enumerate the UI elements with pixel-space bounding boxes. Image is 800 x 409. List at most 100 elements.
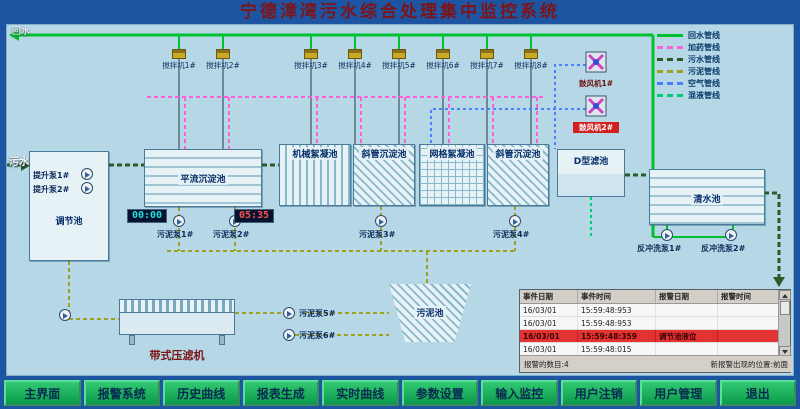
sludge-pump-3-icon[interactable] <box>375 215 387 227</box>
blower-2[interactable]: 鼓风机2# <box>573 95 619 133</box>
lift-pump-2-icon[interactable] <box>81 182 93 194</box>
tank-grid-flocculation: 网格絮凝池 <box>419 144 485 206</box>
nav-history-curve[interactable]: 历史曲线 <box>163 380 240 406</box>
belt-rollers-icon <box>119 299 235 313</box>
tank-d-filter: D型滤池 <box>557 149 625 197</box>
bottom-nav: 主界面 报警系统 历史曲线 报表生成 实时曲线 参数设置 输入监控 用户注销 用… <box>4 380 796 406</box>
blower-1[interactable]: 鼓风机1# <box>573 51 619 89</box>
alarm-panel: 事件日期 事件时间 报警日期 报警时间 16/03/01 15:59:48:95… <box>519 289 792 373</box>
legend-item: 回水管线 <box>657 29 720 41</box>
timer-display-1: 00:00 <box>127 209 167 223</box>
legend-label: 回水管线 <box>688 30 720 40</box>
mixer-icon <box>480 49 494 59</box>
alarm-col-header: 事件日期 <box>520 290 578 303</box>
mixer-icon <box>436 49 450 59</box>
mixer-icon <box>524 49 538 59</box>
nav-exit[interactable]: 退出 <box>719 380 796 406</box>
mixer-1[interactable]: 搅拌机1# <box>157 49 201 71</box>
tank-label: 斜管沉淀池 <box>359 147 409 160</box>
pump-label: 污泥泵5# <box>299 309 336 318</box>
mixer-2[interactable]: 搅拌机2# <box>201 49 245 71</box>
alarm-col-header: 报警时间 <box>718 290 780 303</box>
nav-main-screen[interactable]: 主界面 <box>4 380 81 406</box>
mixer-label: 搅拌机4# <box>338 61 372 70</box>
tank-mechanical-flocculation: 机械絮凝池 <box>279 144 351 206</box>
pump-label: 污泥泵3# <box>359 230 396 239</box>
tank-label: 斜管沉淀池 <box>493 147 543 160</box>
mixer-label: 搅拌机6# <box>426 61 460 70</box>
tank-clear-water: 清水池 <box>649 169 765 225</box>
drain-pump-icon[interactable] <box>59 309 71 321</box>
alarm-cell <box>656 317 718 329</box>
mixer-4[interactable]: 搅拌机4# <box>333 49 377 71</box>
nav-user-management[interactable]: 用户管理 <box>640 380 717 406</box>
mixer-7[interactable]: 搅拌机7# <box>465 49 509 71</box>
tank-inclined-sedimentation-2: 斜管沉淀池 <box>487 144 549 206</box>
mixer-icon <box>216 49 230 59</box>
nav-parameter-settings[interactable]: 参数设置 <box>401 380 478 406</box>
sludge-pump-5-icon[interactable] <box>283 307 295 319</box>
alarm-cell: 15:59:48:953 <box>578 304 656 316</box>
nav-alarm-system[interactable]: 报警系统 <box>83 380 160 406</box>
tank-label: 调节池 <box>55 217 83 227</box>
alarm-cell <box>718 304 780 316</box>
mixer-label: 搅拌机7# <box>470 61 504 70</box>
fan-icon <box>585 51 607 73</box>
alarm-col-header: 报警日期 <box>656 290 718 303</box>
tank-label: D型滤池 <box>573 157 609 167</box>
air-line-icon <box>657 81 683 85</box>
blower-label: 鼓风机2# <box>573 122 619 133</box>
mixer-label: 搅拌机1# <box>162 61 196 70</box>
alarm-table: 事件日期 事件时间 报警日期 报警时间 16/03/01 15:59:48:95… <box>520 290 780 356</box>
scroll-up-icon[interactable] <box>779 290 791 300</box>
lift-pump-1-icon[interactable] <box>81 168 93 180</box>
mixer-6[interactable]: 搅拌机6# <box>421 49 465 71</box>
scrollbar-thumb[interactable] <box>780 301 790 315</box>
tank-label: 污泥池 <box>414 306 446 319</box>
alarm-cell: 调节池液位 <box>656 330 718 342</box>
mixer-icon <box>172 49 186 59</box>
nav-user-logout[interactable]: 用户注销 <box>560 380 637 406</box>
backwater-line-icon <box>657 33 683 37</box>
pump-label: 污泥泵4# <box>493 230 530 239</box>
pump-label: 反冲洗泵2# <box>701 244 746 253</box>
alarm-cell: 16/03/01 <box>520 317 578 329</box>
sewage-line-icon <box>657 57 683 61</box>
nav-report-generation[interactable]: 报表生成 <box>242 380 319 406</box>
sludge-pump-6-icon[interactable] <box>283 329 295 341</box>
alarm-position: 新报警出现的位置:前面 <box>710 359 788 369</box>
legend-item: 空气管线 <box>657 77 720 89</box>
alarm-cell: 16/03/01 <box>520 304 578 316</box>
mixed-line-icon <box>657 93 683 97</box>
alarm-cell <box>718 343 780 355</box>
alarm-count: 报警的数目:4 <box>524 359 569 369</box>
mixer-3[interactable]: 搅拌机3# <box>289 49 333 71</box>
alarm-table-header: 事件日期 事件时间 报警日期 报警时间 <box>520 290 780 304</box>
alarm-cell <box>656 343 718 355</box>
page-title: 宁德漳湾污水综合处理集中监控系统 <box>240 2 560 22</box>
nav-realtime-curve[interactable]: 实时曲线 <box>322 380 399 406</box>
sludge-pump-1-icon[interactable] <box>173 215 185 227</box>
tank-inclined-sedimentation-1: 斜管沉淀池 <box>353 144 415 206</box>
alarm-row[interactable]: 16/03/01 15:59:48:953 <box>520 317 780 330</box>
alarm-scrollbar[interactable] <box>778 290 791 356</box>
sludge-pump-4-icon[interactable] <box>509 215 521 227</box>
dosing-line-icon <box>657 45 683 49</box>
tank-label: 清水池 <box>691 192 723 205</box>
mixer-8[interactable]: 搅拌机8# <box>509 49 553 71</box>
mixer-label: 搅拌机3# <box>294 61 328 70</box>
alarm-cell: 15:59:48:015 <box>578 343 656 355</box>
legend-label: 空气管线 <box>688 78 720 88</box>
backwash-pump-2-icon[interactable] <box>725 229 737 241</box>
mixer-icon <box>348 49 362 59</box>
tank-regulating: 调节池 <box>29 151 109 261</box>
legend-label: 污泥管线 <box>688 66 720 76</box>
legend-item: 污泥管线 <box>657 65 720 77</box>
nav-input-monitoring[interactable]: 输入监控 <box>481 380 558 406</box>
mixer-5[interactable]: 搅拌机5# <box>377 49 421 71</box>
alarm-row-active[interactable]: 16/03/01 15:59:48:359 调节池液位 <box>520 330 780 343</box>
alarm-row[interactable]: 16/03/01 15:59:48:953 <box>520 304 780 317</box>
pump-label: 提升泵1# <box>33 171 70 180</box>
legend-item: 污水管线 <box>657 53 720 65</box>
backwash-pump-1-icon[interactable] <box>661 229 673 241</box>
